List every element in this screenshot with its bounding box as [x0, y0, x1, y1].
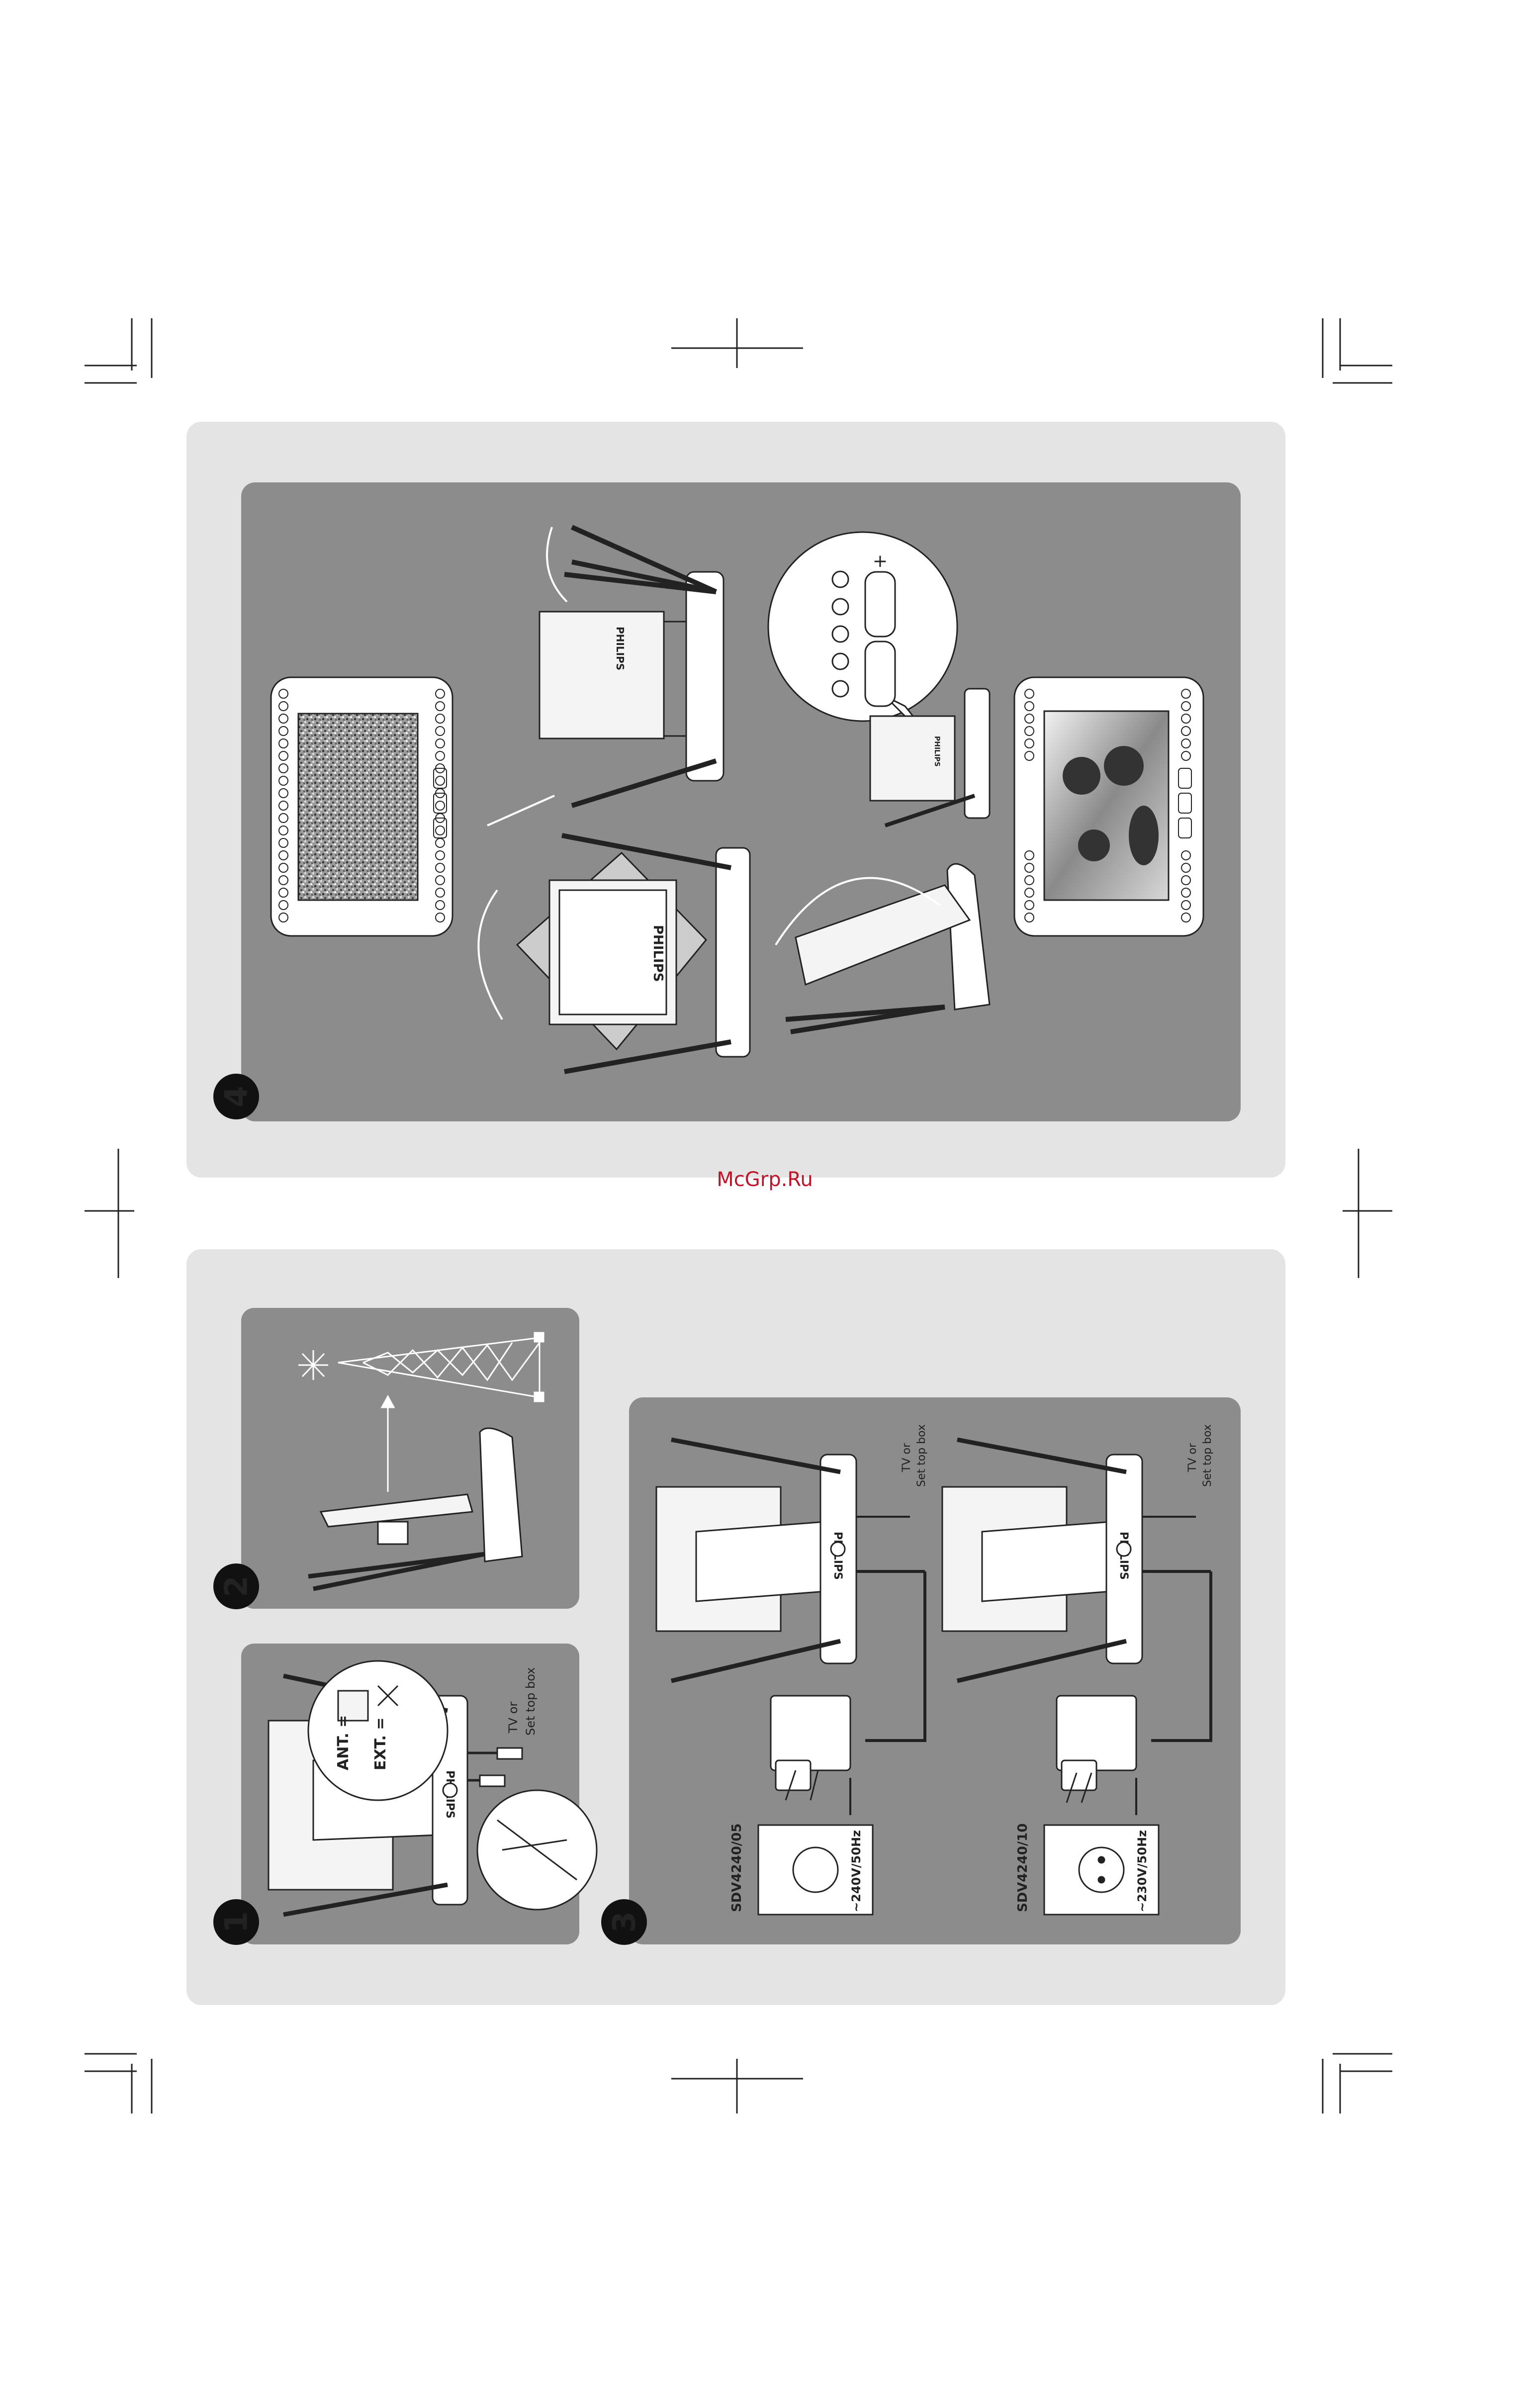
- step3-number-badge: 3: [601, 1899, 647, 1945]
- step2-panel: 2: [213, 1308, 579, 1609]
- step4-panel: 4: [186, 422, 1285, 1178]
- step3-model-b: SDV4240/10: [1015, 1824, 1030, 1912]
- step3-tv-a-label-2: Set top box: [915, 1424, 928, 1487]
- step4-brand-small: PHILIPS: [933, 736, 941, 767]
- step3-tv-b-label-2: Set top box: [1201, 1424, 1214, 1487]
- step1-number: 1: [218, 1911, 255, 1932]
- step1-tv-label-1: TV or: [506, 1702, 520, 1734]
- step4-brand-rotate: PHILIPS: [650, 925, 665, 982]
- step3-tv-b-label-1: TV or: [1186, 1443, 1199, 1472]
- step3-voltage-b: ~230V/50Hz: [1135, 1830, 1149, 1912]
- step1-ext-label: EXT. =: [372, 1717, 389, 1770]
- step4-plus-label: +: [873, 551, 888, 571]
- step1-ant-label: ANT. =: [335, 1715, 352, 1770]
- step4-brand-top: PHILIPS: [614, 627, 626, 670]
- step3-number: 3: [606, 1911, 642, 1932]
- step3-tv-a-label-1: TV or: [901, 1443, 913, 1472]
- step1-panel: 1 PHILIPS ANT. = EXT. =: [213, 1644, 597, 1945]
- step2-number: 2: [218, 1575, 255, 1597]
- step1-tv-label-2: Set top box: [524, 1667, 538, 1736]
- player-noisy-screen: [271, 677, 453, 936]
- step3-panel: 3 PHILIPS TV: [601, 1397, 1241, 1945]
- step4-number: 4: [218, 1086, 255, 1107]
- step4-number-badge: 4: [213, 1074, 259, 1119]
- bottom-panel: 2: [186, 1249, 1285, 2005]
- watermark: McGrp.Ru: [717, 1168, 813, 1191]
- step2-number-badge: 2: [213, 1563, 259, 1609]
- step3-model-a: SDV4240/05: [729, 1824, 744, 1912]
- step3-voltage-a: ~240V/50Hz: [849, 1830, 863, 1912]
- step1-number-badge: 1: [213, 1899, 259, 1945]
- player-clear-screen: [1014, 677, 1203, 936]
